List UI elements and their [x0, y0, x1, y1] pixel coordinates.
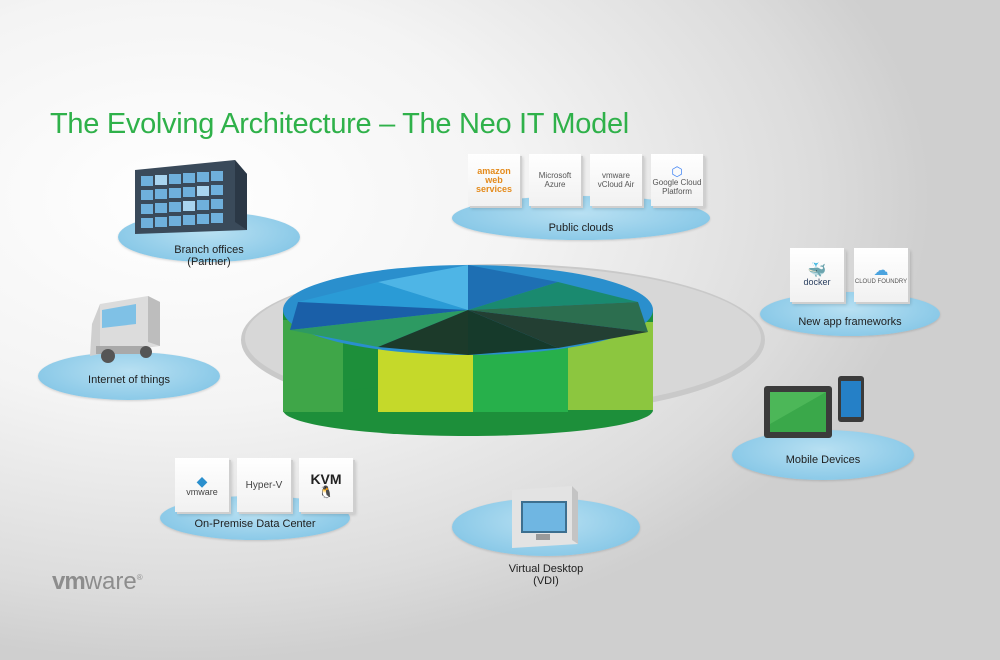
- app-frameworks-label: New app frameworks: [798, 316, 902, 328]
- tablet-phone-icon: [764, 376, 864, 438]
- cloud-foundry-tile: ☁ CLOUD FOUNDRY: [854, 248, 908, 302]
- onprem-label: On-Premise Data Center: [194, 518, 316, 530]
- google-cloud-tile: ⬡ Google Cloud Platform: [651, 154, 703, 206]
- vmware-logo: vmware®: [52, 568, 143, 595]
- vcloud-air-tile: vmware vCloud Air: [590, 154, 642, 206]
- central-platform: [241, 264, 765, 436]
- google-cloud-icon: ⬡: [671, 163, 683, 179]
- vmware-icon: ◆: [196, 472, 208, 489]
- desktop-monitor-icon: [512, 486, 578, 548]
- branch-offices-label: Branch offices (Partner): [174, 244, 244, 268]
- kvm-tile: KVM 🐧: [299, 458, 353, 512]
- docker-tile: 🐳 docker: [790, 248, 844, 302]
- public-clouds-label: Public clouds: [548, 222, 614, 234]
- vdi-label: Virtual Desktop (VDI): [508, 563, 584, 587]
- cloud-icon: ☁: [873, 262, 889, 279]
- vmware-tile: ◆ vmware: [175, 458, 229, 512]
- iot-label: Internet of things: [88, 374, 170, 386]
- mobile-devices-disk: [732, 430, 914, 480]
- whale-icon: 🐳: [807, 262, 827, 279]
- app-frameworks-disk: [760, 292, 940, 336]
- building-icon: [135, 160, 247, 234]
- azure-tile: Microsoft Azure: [529, 154, 581, 206]
- public-clouds-tiles: amazon web services Microsoft Azure vmwa…: [468, 154, 718, 206]
- mobile-devices-label: Mobile Devices: [785, 454, 861, 466]
- platform-cylinder: [283, 265, 653, 436]
- page-title: The Evolving Architecture – The Neo IT M…: [50, 108, 629, 140]
- hyperv-tile: Hyper-V: [237, 458, 291, 512]
- penguin-icon: 🐧: [318, 485, 334, 499]
- amazon-tile: amazon web services: [468, 154, 520, 206]
- iot-disk: [38, 352, 220, 400]
- truck-icon: [90, 296, 160, 363]
